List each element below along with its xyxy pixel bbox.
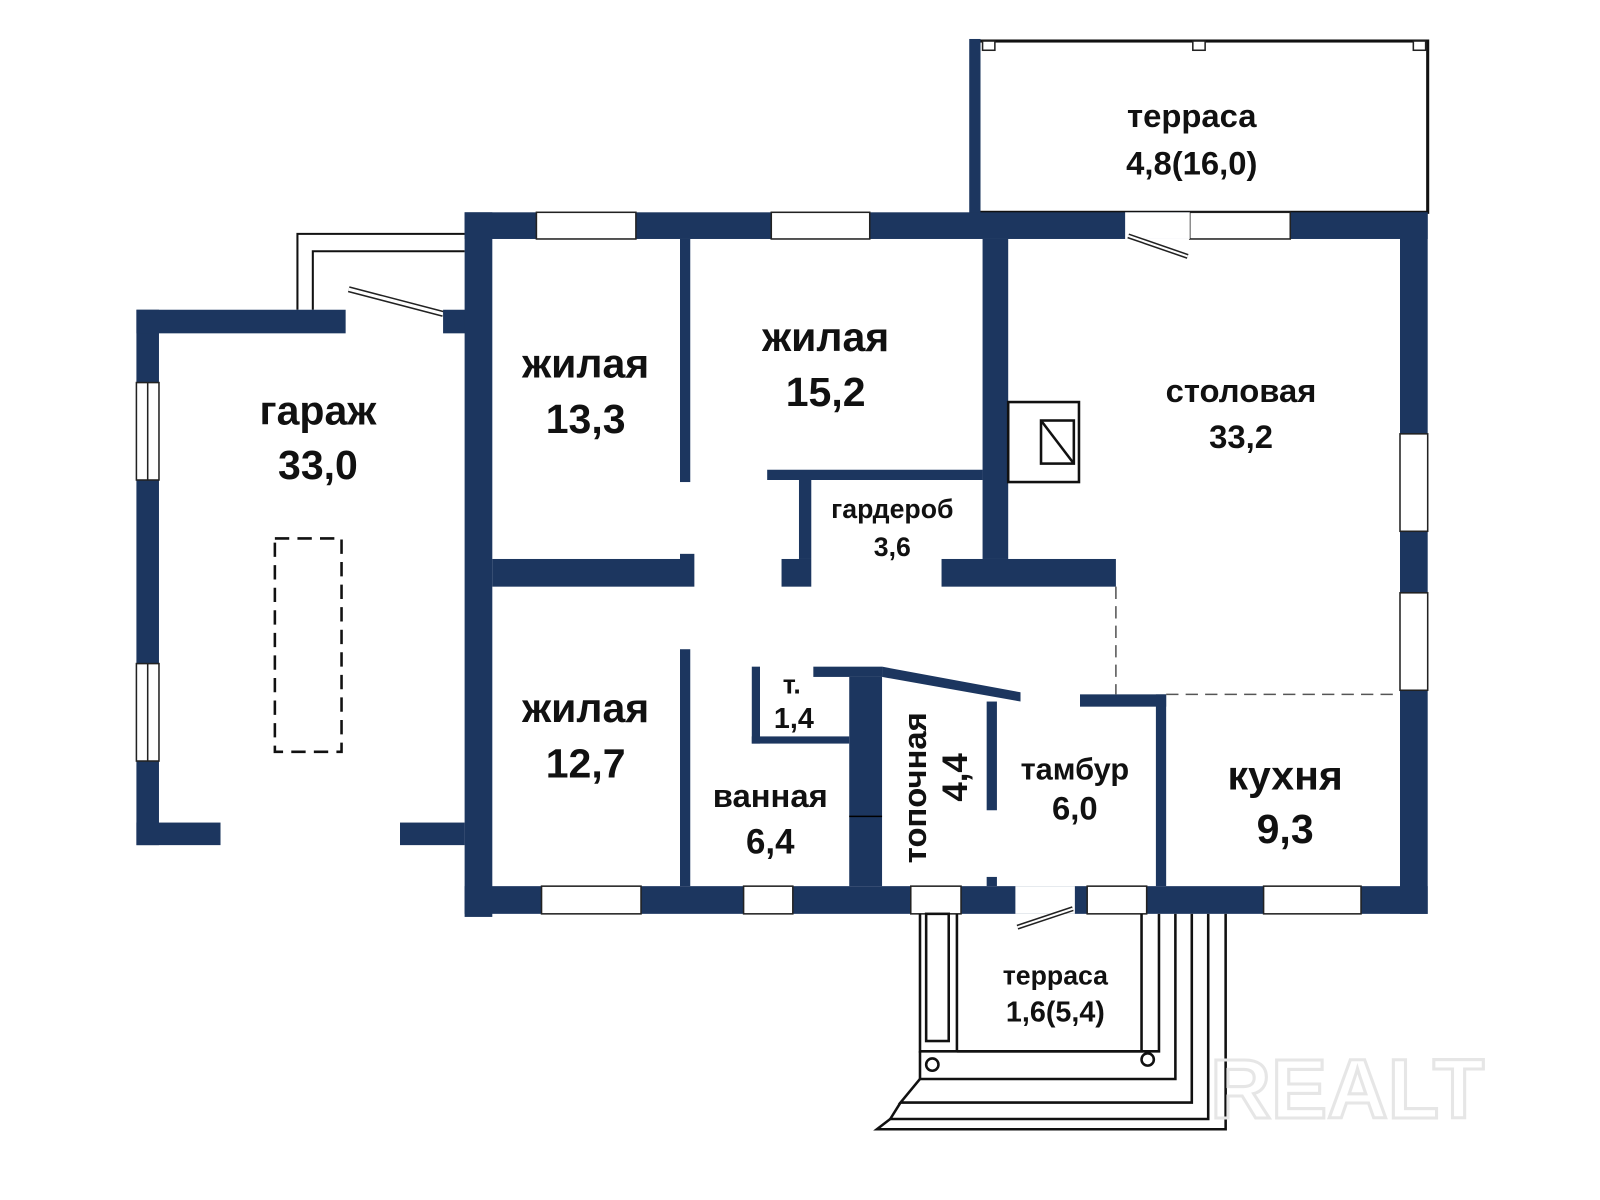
svg-text:1,6(5,4): 1,6(5,4) <box>1006 997 1105 1029</box>
garage-walls <box>135 309 466 846</box>
svg-text:столовая: столовая <box>1166 372 1317 409</box>
room-label-bathroom: ванная 6,4 <box>713 777 828 861</box>
bottom-terrace-steps <box>873 912 1227 1131</box>
room-label-kitchen: кухня 9,3 <box>1227 753 1342 852</box>
realt-watermark: REALT <box>1210 1042 1484 1136</box>
svg-text:жилая: жилая <box>521 685 649 731</box>
svg-text:топочная: топочная <box>896 712 933 863</box>
room-label-toilet: т. 1,4 <box>774 669 814 735</box>
room-label-living-12: жилая 12,7 <box>521 685 649 786</box>
svg-text:4,4: 4,4 <box>936 753 975 802</box>
stove-icon <box>1006 400 1081 484</box>
room-label-boiler: топочная <box>896 712 933 863</box>
svg-text:т.: т. <box>783 669 801 699</box>
svg-text:терраса: терраса <box>1003 961 1108 991</box>
svg-text:33,2: 33,2 <box>1209 418 1273 455</box>
svg-text:терраса: терраса <box>1127 97 1257 134</box>
svg-text:ванная: ванная <box>713 777 828 814</box>
svg-text:кухня: кухня <box>1227 753 1342 799</box>
svg-text:13,3: 13,3 <box>546 396 626 442</box>
svg-text:жилая: жилая <box>761 314 889 360</box>
interior-walls <box>492 238 1400 887</box>
garage-passage <box>296 232 465 317</box>
svg-text:12,7: 12,7 <box>546 740 626 786</box>
room-label-wardrobe: гардероб 3,6 <box>831 494 953 562</box>
svg-text:жилая: жилая <box>521 340 649 386</box>
house-exterior-walls <box>464 211 1429 930</box>
room-label-boiler-area: 4,4 <box>936 753 975 802</box>
svg-text:1,4: 1,4 <box>774 703 814 735</box>
svg-text:3,6: 3,6 <box>874 532 911 562</box>
room-label-top-terrace: терраса 4,8(16,0) <box>1126 97 1257 181</box>
room-label-living-15: жилая 15,2 <box>761 314 889 415</box>
svg-text:9,3: 9,3 <box>1257 806 1314 852</box>
svg-text:15,2: 15,2 <box>786 369 866 415</box>
room-label-dining: столовая 33,2 <box>1166 372 1317 455</box>
room-label-bottom-terrace: терраса 1,6(5,4) <box>1003 961 1108 1029</box>
svg-text:гараж: гараж <box>260 388 378 434</box>
svg-text:тамбур: тамбур <box>1021 751 1130 786</box>
svg-text:6,0: 6,0 <box>1052 789 1098 826</box>
room-label-garage: гараж 33,0 <box>260 388 378 488</box>
svg-text:33,0: 33,0 <box>278 442 358 488</box>
svg-text:4,8(16,0): 4,8(16,0) <box>1126 144 1257 181</box>
room-label-living-13: жилая 13,3 <box>521 340 649 441</box>
car-outline <box>273 537 343 754</box>
svg-text:гардероб: гардероб <box>831 494 953 524</box>
svg-text:6,4: 6,4 <box>746 822 795 861</box>
